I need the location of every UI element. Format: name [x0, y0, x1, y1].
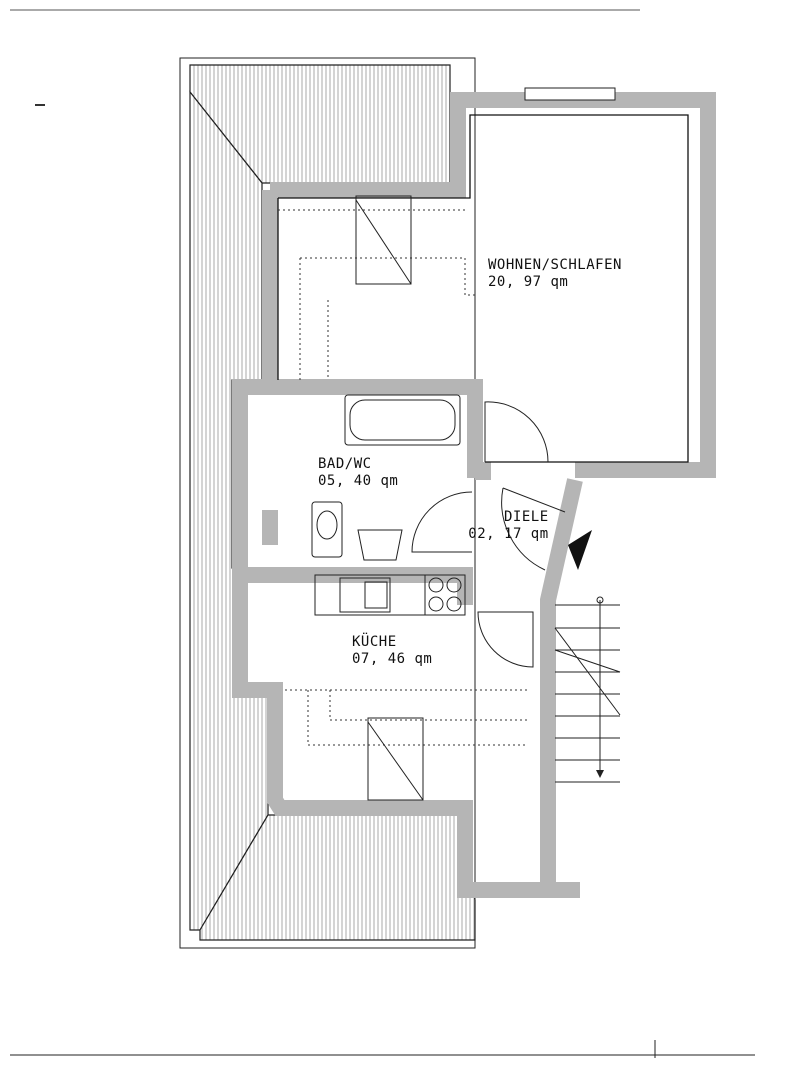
toilet: [311, 501, 343, 558]
skylight-top: [355, 195, 412, 285]
staircase: [554, 596, 621, 783]
roof-left: [189, 90, 269, 931]
room-area: 20, 97 qm: [488, 274, 569, 290]
room-label-kueche: KÜCHE 07, 46 qm: [352, 634, 432, 668]
room-label-bad: BAD/WC 05, 40 qm: [318, 456, 398, 490]
room-name: WOHNEN/SCHLAFEN: [488, 257, 622, 273]
stove: [424, 574, 466, 616]
window: [524, 87, 616, 101]
room-label-wohnen: WOHNEN/SCHLAFEN 20, 97 qm: [488, 257, 622, 291]
room-area: 02, 17 qm: [468, 526, 549, 542]
room-name: KÜCHE: [352, 634, 397, 650]
room-area: 07, 46 qm: [352, 651, 433, 667]
walls: [232, 92, 716, 898]
room-name: DIELE: [504, 509, 549, 525]
entrance-arrow: [568, 530, 592, 570]
sink: [339, 577, 391, 613]
skylight-bottom: [367, 717, 424, 801]
room-name: BAD/WC: [318, 456, 372, 472]
doors: [411, 401, 566, 668]
bathtub: [344, 394, 461, 446]
roof-outline: [179, 57, 476, 949]
room-area: 05, 40 qm: [318, 473, 399, 489]
washbasin: [357, 529, 403, 561]
room-label-diele: DIELE 02, 17 qm: [466, 509, 549, 543]
